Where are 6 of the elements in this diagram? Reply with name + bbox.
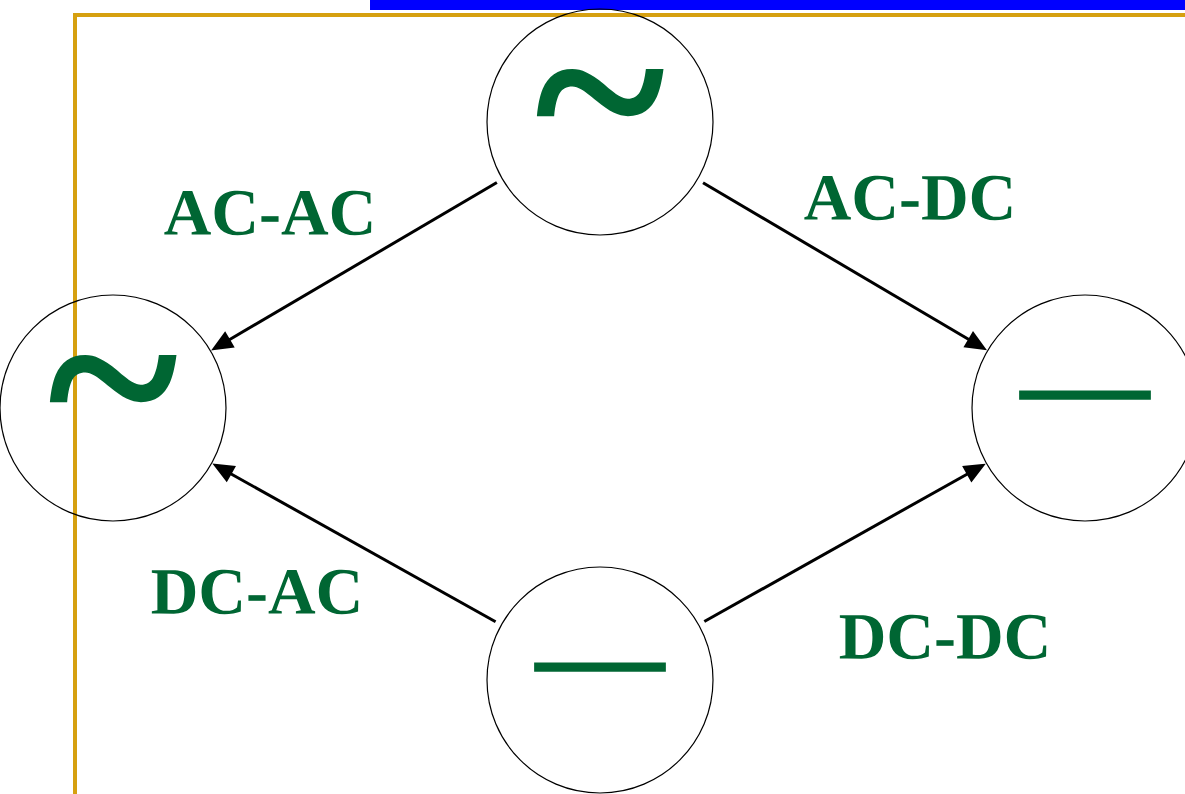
edge-label: AC-DC: [804, 175, 1012, 221]
circle-node: ~: [486, 8, 714, 236]
edge-label: DC-AC: [151, 569, 359, 615]
edge-label: AC-AC: [164, 190, 372, 236]
edge-label: DC-DC: [839, 614, 1047, 660]
circle-node: —: [486, 566, 714, 794]
